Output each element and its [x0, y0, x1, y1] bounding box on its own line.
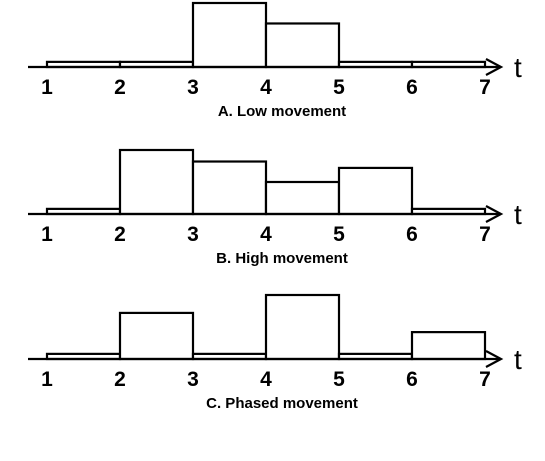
tick-label-6: 6 [406, 368, 418, 391]
axis-arrow-icon [485, 350, 504, 368]
bar-5-6 [337, 166, 414, 216]
tick-label-1: 1 [41, 223, 53, 246]
tick-label-2: 2 [114, 223, 126, 246]
bar-6-7 [410, 331, 487, 361]
tick-label-3: 3 [187, 76, 199, 99]
bar-4-5 [264, 180, 341, 216]
tick-label-7: 7 [479, 76, 491, 99]
tick-label-5: 5 [333, 223, 345, 246]
tick-label-5: 5 [333, 76, 345, 99]
axis-label-t: t [514, 344, 522, 375]
axis-arrow-icon [485, 58, 504, 76]
panel-2: t 1 2 3 4 5 6 7 B. High movement [28, 148, 522, 267]
axis-label-t: t [514, 199, 522, 230]
panel-3: t 1 2 3 4 5 6 7 C. Phased movement [28, 293, 522, 412]
bar-4-5 [264, 293, 341, 361]
tick-label-1: 1 [41, 76, 53, 99]
bar-2-3 [118, 311, 195, 361]
tick-label-5: 5 [333, 368, 345, 391]
bar-3-4 [191, 160, 268, 216]
tick-label-3: 3 [187, 223, 199, 246]
tick-label-2: 2 [114, 76, 126, 99]
tick-label-3: 3 [187, 368, 199, 391]
panel-caption: B. High movement [216, 250, 348, 267]
tick-label-1: 1 [41, 368, 53, 391]
bar-2-3 [118, 148, 195, 216]
axis-label-t: t [514, 52, 522, 83]
panel-caption: A. Low movement [218, 103, 346, 120]
tick-label-4: 4 [260, 368, 272, 391]
tick-label-2: 2 [114, 368, 126, 391]
tick-label-4: 4 [260, 223, 272, 246]
panel-caption: C. Phased movement [206, 395, 358, 412]
bar-3-4 [191, 1, 268, 69]
tick-label-4: 4 [260, 76, 272, 99]
tick-label-6: 6 [406, 223, 418, 246]
tick-label-6: 6 [406, 76, 418, 99]
panel-1: t 1 2 3 4 5 6 7 A. Low movement [28, 1, 522, 120]
axis-arrow-icon [485, 205, 504, 223]
bar-4-5 [264, 22, 341, 69]
tick-label-7: 7 [479, 368, 491, 391]
tick-label-7: 7 [479, 223, 491, 246]
